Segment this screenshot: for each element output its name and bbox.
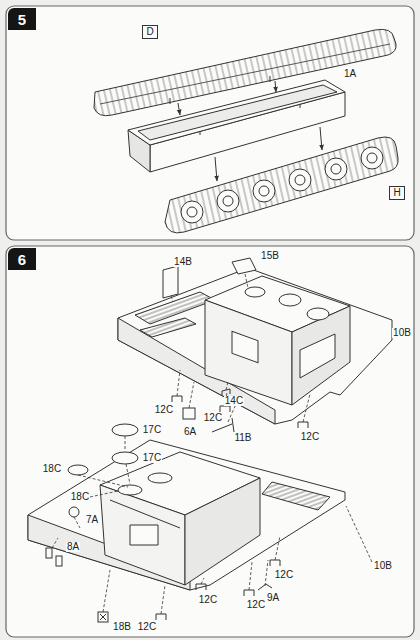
part-number: 14B [173,257,193,267]
part-number: 7A [85,515,99,525]
part-number: 10B [392,328,412,338]
part-number: 12C [137,622,157,632]
part-number: 14C [224,396,244,406]
upper-hull-rear-view [118,268,392,424]
part-number: 1A [343,69,357,79]
part-number: 12C [274,570,294,580]
part-number: 15B [260,251,280,261]
part-number: 9A [266,593,280,603]
track-h [165,137,398,233]
step-panel [6,6,414,240]
lower-parts [46,424,280,622]
node-text: 6 [18,252,26,267]
part-number: 17C [142,425,162,435]
node-text: 5 [18,12,26,27]
road-wheels [181,147,383,223]
part-number: 18C [42,464,62,474]
upper-parts [163,258,308,432]
node-text: H [393,188,400,198]
node-text: D [146,27,153,37]
upper-hull-front-view [28,440,345,590]
part-number: 12C [203,413,223,423]
sprue-sheet-letter: H [389,186,405,200]
part-number: 17C [142,453,162,463]
part-number: 18B [112,622,132,632]
part-number: 8A [66,542,80,552]
step-panel [6,246,414,637]
part-number: 10B [373,561,393,571]
part-number: 6A [183,427,197,437]
part-number: 11B [233,433,252,443]
part-number: 12C [246,600,266,610]
step-number: 5 [8,8,36,30]
part-number: 12C [198,595,218,605]
step-number: 6 [8,248,36,270]
part-number: 12C [300,432,320,442]
sprue-sheet-letter: D [142,25,158,39]
part-number: 18C [70,492,90,502]
part-number: 12C [154,405,174,415]
